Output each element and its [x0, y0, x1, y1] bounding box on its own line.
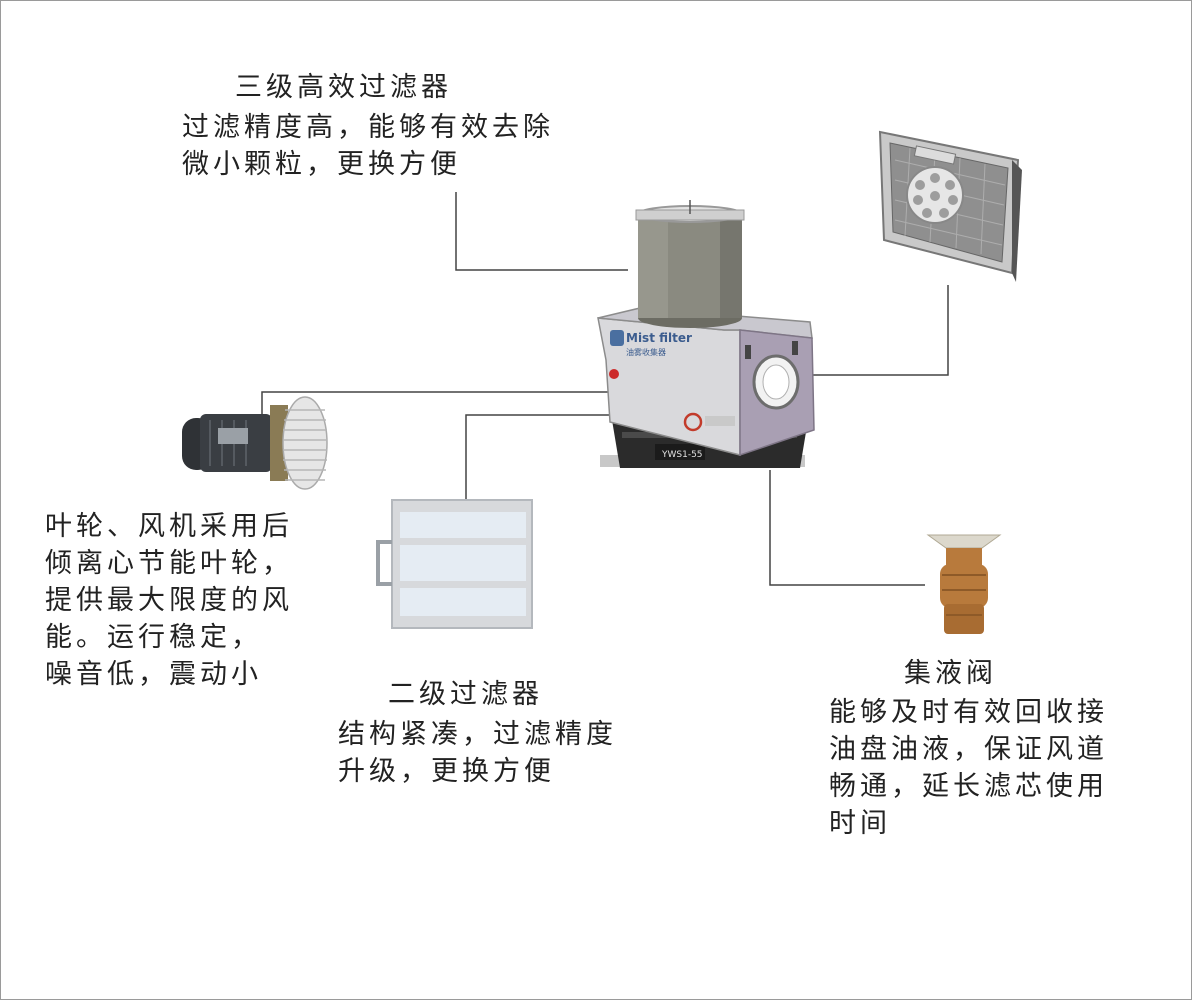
description-line: 倾离心节能叶轮， — [45, 548, 293, 579]
description-line: 升级，更换方便 — [338, 756, 555, 787]
description-line: 能。运行稳定， — [45, 622, 262, 653]
description-line: 噪音低，震动小 — [45, 659, 262, 690]
description-line: 能够及时有效回收接 — [829, 697, 1108, 728]
fan-motor-image — [182, 396, 328, 490]
description-line: 畅通，延长滤芯使用 — [829, 771, 1108, 802]
secondary-filter-image — [376, 499, 533, 629]
description-line: 微小颗粒，更换方便 — [182, 149, 461, 180]
machine-brand-label: Mist filter — [626, 331, 692, 345]
leader-line-tertiary — [455, 192, 628, 271]
secondary-filter-title: 二级过滤器 — [388, 679, 543, 710]
liquid-valve-image — [926, 534, 1002, 634]
liquid-valve-description: 能够及时有效回收接 油盘油液，保证风道 畅通，延长滤芯使用 时间 — [829, 694, 1108, 842]
description-line: 油盘油液，保证风道 — [829, 734, 1108, 765]
leader-line-prefilter — [790, 285, 949, 376]
machine-model-label: YWS1-55 — [661, 450, 703, 460]
description-line: 叶轮、风机采用后 — [45, 511, 293, 542]
secondary-filter-description: 结构紧凑，过滤精度 升级，更换方便 — [338, 716, 617, 790]
leader-line-fan — [261, 391, 620, 418]
tertiary-filter-title: 三级高效过滤器 — [235, 72, 452, 103]
leader-line-valve — [769, 470, 925, 586]
machine-brand-cn-label: 油雾收集器 — [626, 347, 666, 357]
tertiary-filter-description: 过滤精度高，能够有效去除 微小颗粒，更换方便 — [182, 109, 554, 183]
metal-mesh-filter-image — [878, 130, 1022, 282]
fan-description: 叶轮、风机采用后 倾离心节能叶轮， 提供最大限度的风 能。运行稳定， 噪音低，震… — [45, 508, 293, 693]
description-line: 过滤精度高，能够有效去除 — [182, 112, 554, 143]
description-line: 提供最大限度的风 — [45, 585, 293, 616]
description-line: 结构紧凑，过滤精度 — [338, 719, 617, 750]
liquid-valve-title: 集液阀 — [904, 658, 997, 689]
mist-collector-machine-image — [597, 200, 815, 468]
description-line: 时间 — [829, 808, 891, 839]
